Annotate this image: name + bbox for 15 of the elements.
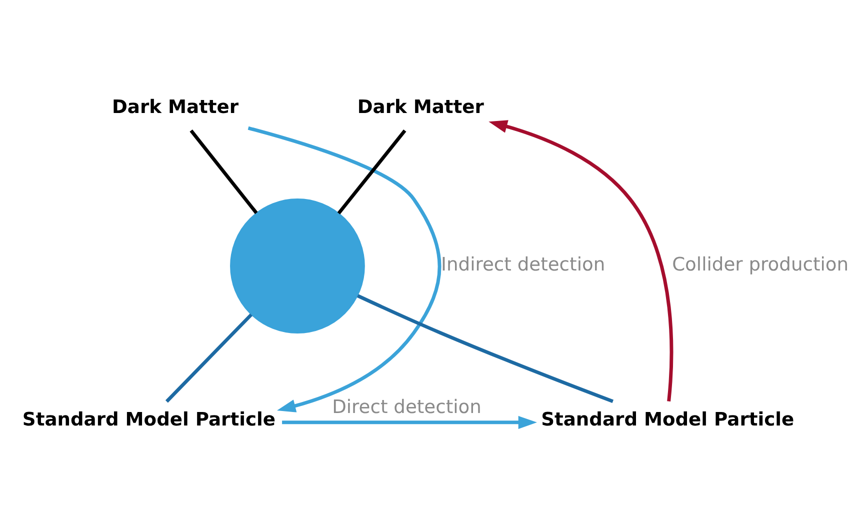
- connector: [165, 312, 252, 402]
- connector: [190, 129, 258, 214]
- arrow: [488, 120, 674, 401]
- connector: [337, 128, 406, 214]
- arrow: [248, 126, 442, 412]
- node-text: Standard Model Particle: [541, 409, 794, 430]
- arrow: [282, 415, 537, 428]
- node-text: Standard Model Particle: [22, 409, 276, 430]
- connector: [356, 294, 614, 403]
- node-text: Dark Matter: [112, 96, 239, 118]
- edge-label: Direct detection: [332, 396, 482, 418]
- edge-label: Indirect detection: [441, 254, 606, 275]
- edge-label: Collider production: [672, 254, 849, 275]
- node-circle: [230, 198, 365, 333]
- node-text: Dark Matter: [357, 96, 484, 118]
